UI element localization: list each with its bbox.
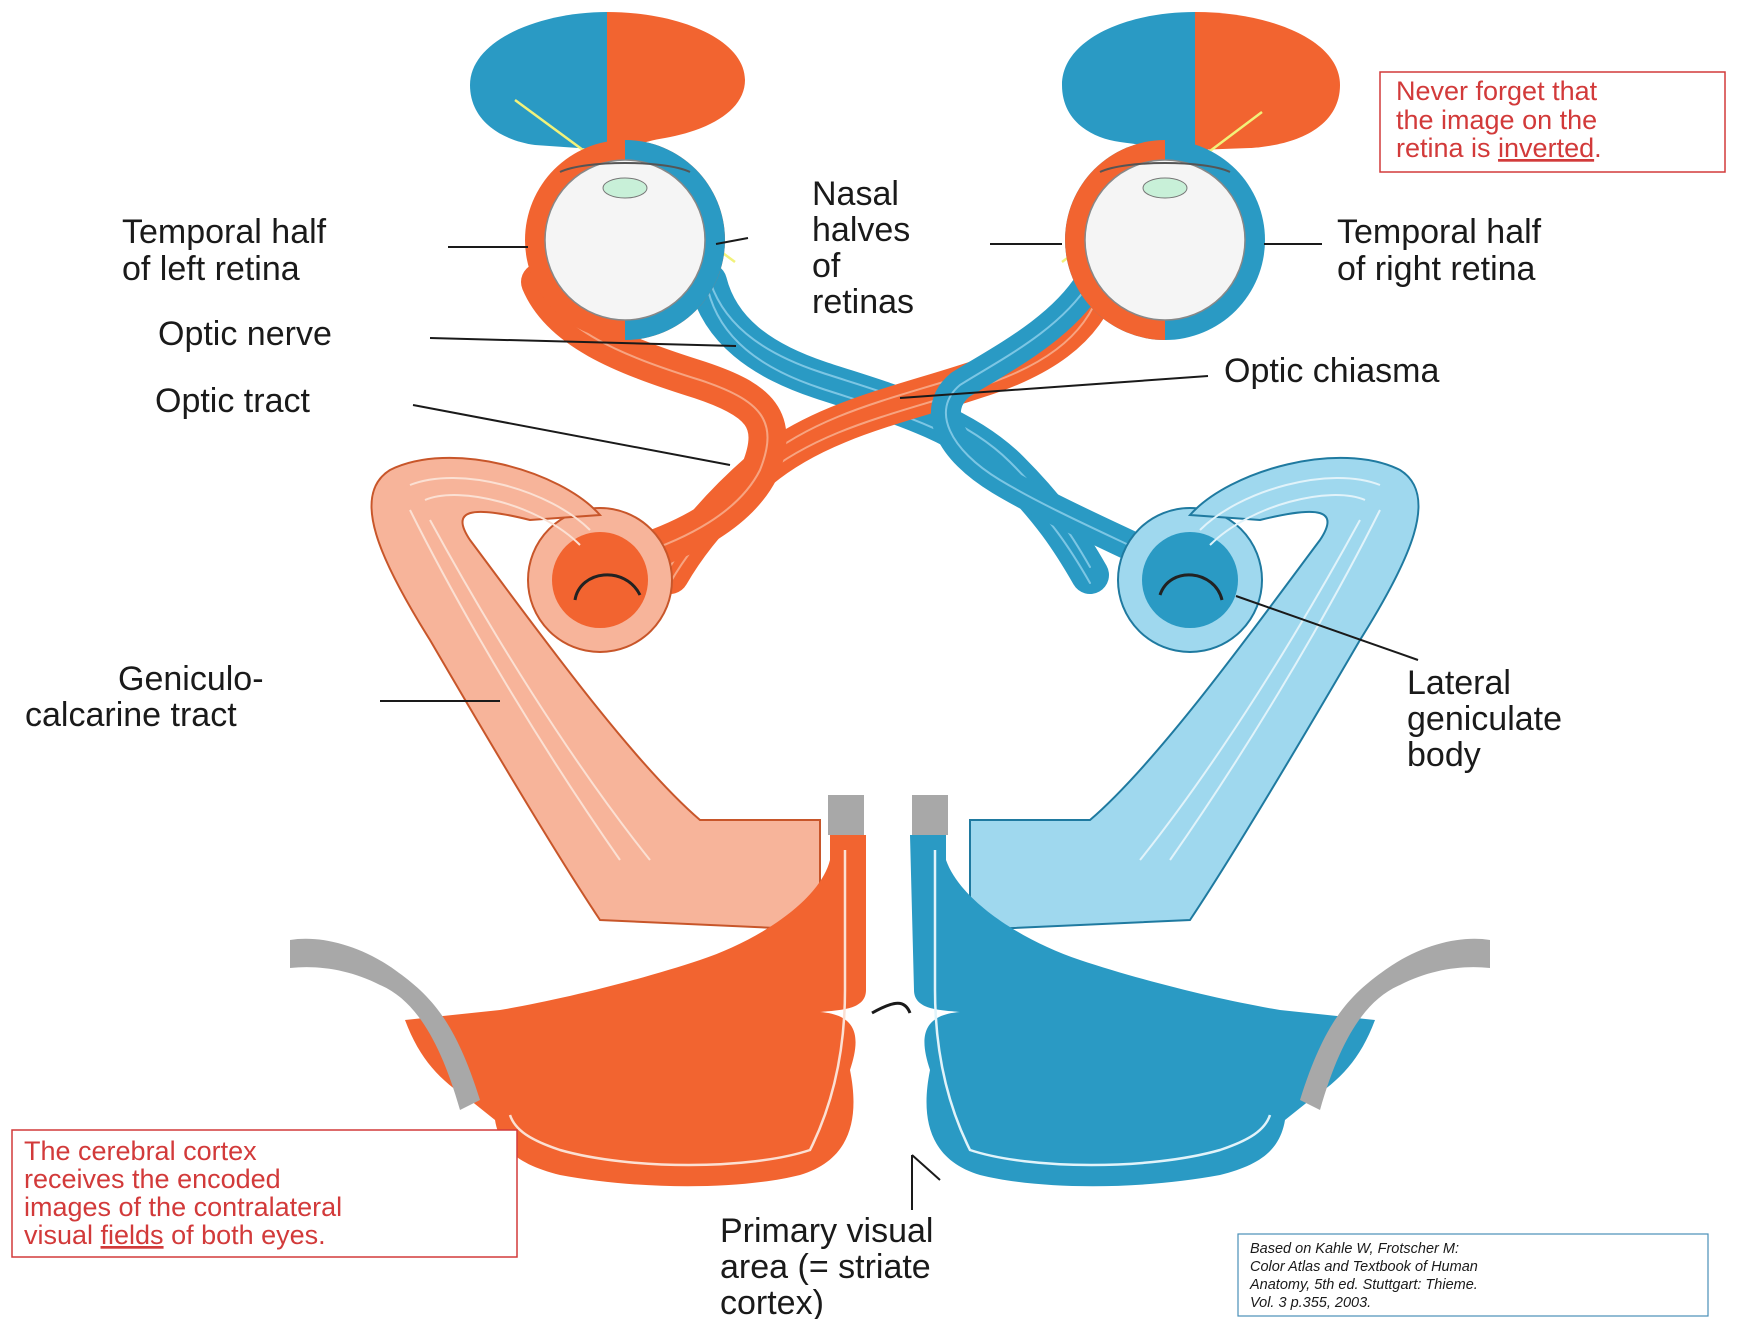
svg-text:Based on Kahle W, Frotscher M:: Based on Kahle W, Frotscher M:	[1250, 1241, 1459, 1257]
label-primary-visual-area: Primary visual area (= striate cortex)	[720, 1212, 943, 1319]
citation-box: Based on Kahle W, Frotscher M: Color Atl…	[1238, 1234, 1708, 1316]
retina-inverted-note: Never forget that the image on the retin…	[1380, 72, 1725, 172]
svg-text:Anatomy, 5th ed. Stuttgart: Th: Anatomy, 5th ed. Stuttgart: Thieme.	[1249, 1277, 1478, 1293]
label-optic-chiasma: Optic chiasma	[1224, 352, 1439, 390]
svg-text:Vol. 3 p.355, 2003.: Vol. 3 p.355, 2003.	[1250, 1295, 1371, 1311]
svg-text:retina is inverted.: retina is inverted.	[1396, 133, 1602, 163]
label-optic-nerve: Optic nerve	[158, 315, 332, 353]
right-lateral-geniculate	[1118, 508, 1262, 652]
calcarine-sulcus	[872, 1003, 910, 1013]
right-eye	[1065, 140, 1265, 340]
left-lateral-geniculate	[528, 508, 672, 652]
label-temporal-right: Temporal half of right retina	[1337, 213, 1551, 288]
label-geniculo-calcarine: Geniculo- calcarine tract	[25, 660, 273, 734]
svg-text:Never forget that: Never forget that	[1396, 76, 1598, 106]
svg-text:receives the encoded: receives the encoded	[24, 1164, 281, 1194]
label-optic-tract: Optic tract	[155, 382, 310, 420]
label-nasal-halves: Nasal halves of retinas	[812, 175, 920, 321]
label-lateral-geniculate: Lateral geniculate body	[1407, 664, 1571, 774]
svg-text:the image on the: the image on the	[1396, 105, 1597, 135]
svg-text:Color Atlas and Textbook of Hu: Color Atlas and Textbook of Human	[1250, 1259, 1478, 1275]
svg-text:visual fields of both eyes.: visual fields of both eyes.	[24, 1220, 326, 1250]
svg-text:The cerebral cortex: The cerebral cortex	[24, 1136, 257, 1166]
left-visual-field	[470, 12, 745, 150]
cerebral-cortex-note: The cerebral cortex receives the encoded…	[12, 1130, 517, 1257]
left-eye	[525, 140, 725, 340]
right-visual-field	[1062, 12, 1340, 150]
label-temporal-left: Temporal half of left retina	[122, 213, 336, 288]
svg-text:images of the contralateral: images of the contralateral	[24, 1192, 342, 1222]
